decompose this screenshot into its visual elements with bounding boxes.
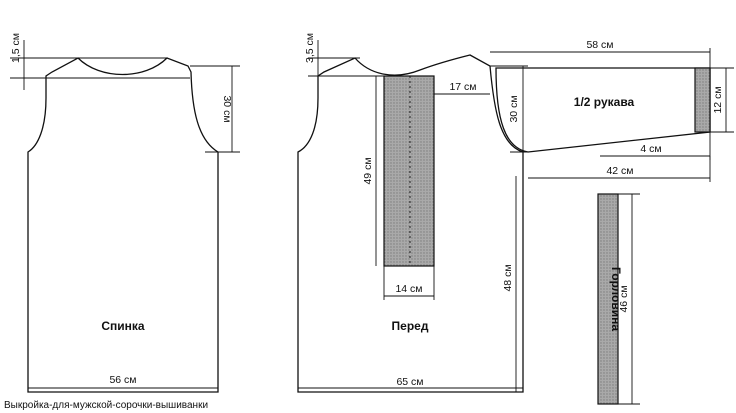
sleeve-bottom-label: 42 см xyxy=(606,165,633,177)
caption-watermark: Выкройка-для-мужской-сорочки-вышиванки xyxy=(4,400,208,411)
sleeve-taper-label: 4 см xyxy=(640,143,661,155)
front-placket xyxy=(383,75,435,267)
sleeve-outline xyxy=(495,67,711,153)
front-armhole-label: 30 см xyxy=(508,95,520,122)
back-piece: 1,5 см 30 см 56 см Спинка xyxy=(10,33,240,393)
back-neck-depth-label: 1,5 см xyxy=(10,33,22,63)
front-width-label: 65 см xyxy=(396,376,423,388)
placket-offset-label: 17 см xyxy=(449,81,476,93)
front-piece: 3,5 см 17 см 30 см 49 см 14 см 48 см 65 … xyxy=(297,33,528,393)
front-outline xyxy=(297,54,524,393)
sleeve-piece: 58 см 12 см 4 см 42 см 1/2 рукава xyxy=(490,39,734,182)
collar-strip xyxy=(597,193,619,405)
placket-height-label: 49 см xyxy=(362,157,374,184)
placket-width-label: 14 см xyxy=(395,283,422,295)
collar-piece-label: Горловина xyxy=(609,267,623,331)
sleeve-piece-label: 1/2 рукава xyxy=(574,95,635,109)
collar-piece: 46 см Горловина xyxy=(597,193,640,405)
sleeve-length-label: 58 см xyxy=(586,39,613,51)
back-width-label: 56 см xyxy=(109,374,136,386)
front-length-label: 48 см xyxy=(502,264,514,291)
back-armhole-label: 30 см xyxy=(221,95,233,122)
collar-length-label: 46 см xyxy=(618,285,630,312)
sleeve-cuff xyxy=(694,67,711,133)
back-piece-label: Спинка xyxy=(101,319,145,333)
cuff-height-label: 12 см xyxy=(712,86,724,113)
front-neck-depth-label: 3,5 см xyxy=(304,33,316,63)
front-piece-label: Перед xyxy=(392,319,429,333)
back-outline xyxy=(27,57,219,393)
